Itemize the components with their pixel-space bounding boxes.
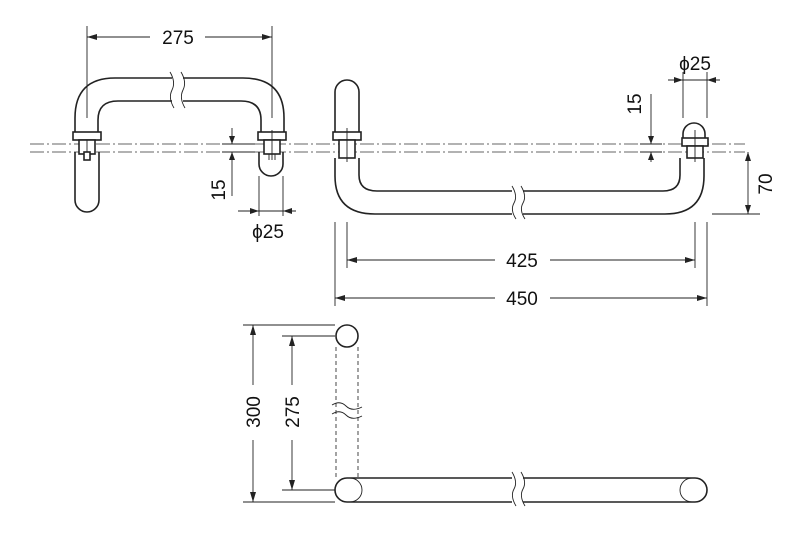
dim-left-diameter-label: ϕ25: [252, 222, 284, 243]
dim-top-width: 275: [86, 26, 273, 118]
dim-left-diameter: ϕ25: [238, 176, 296, 243]
bottom-handle-view: [331, 324, 708, 507]
dim-depth-outer-label: 300: [244, 396, 265, 428]
dim-top-width-label: 275: [162, 28, 194, 49]
dim-outer-length-label: 450: [506, 289, 538, 310]
dim-height: 70: [712, 152, 777, 215]
dim-right-diameter: ϕ25: [668, 54, 720, 118]
dim-right-diameter-label: ϕ25: [679, 54, 711, 75]
mounting-centerlines: [30, 143, 745, 153]
dim-right-offset-label: 15: [625, 93, 646, 114]
right-handle-view: [332, 79, 709, 220]
dim-inner-length-label: 425: [506, 251, 538, 272]
dim-left-offset-label: 15: [209, 179, 230, 200]
dim-depth-inner-label: 275: [283, 396, 304, 428]
left-handle-view: [72, 71, 287, 213]
dim-right-offset: 15: [625, 93, 662, 162]
dim-depth-inner: 275: [282, 335, 335, 491]
dim-outer-length: 450: [334, 222, 708, 310]
dim-inner-length: 425: [346, 222, 696, 272]
dim-depth-outer: 300: [243, 324, 335, 503]
dim-height-label: 70: [756, 173, 777, 194]
dim-left-offset: 15: [209, 128, 255, 201]
